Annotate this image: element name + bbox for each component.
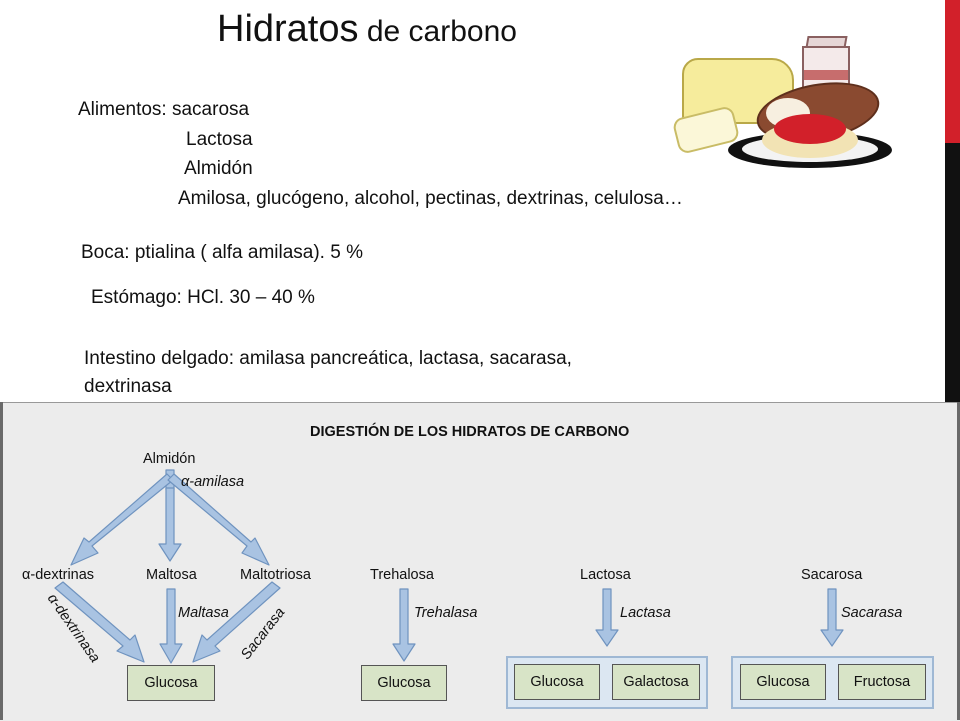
glucosa-box-trehalosa: Glucosa	[361, 665, 447, 701]
accent-bar-black	[945, 143, 960, 405]
polisacaridos-text: Amilosa, glucógeno, alcohol, pectinas, d…	[178, 188, 683, 209]
slide-title: Hidratos de carbono	[217, 8, 517, 51]
trehalosa-label: Trehalosa	[370, 567, 434, 583]
intestino-text-line1: Intestino delgado: amilasa pancreática, …	[84, 348, 572, 369]
lactasa-label: Lactasa	[620, 605, 671, 621]
tomato-sauce-icon	[774, 114, 846, 144]
galactosa-box: Galactosa	[612, 664, 700, 700]
diagram-title: DIGESTIÓN DE LOS HIDRATOS DE CARBONO	[310, 424, 630, 440]
maltosa-label: Maltosa	[146, 567, 197, 583]
almidon-label: Almidón	[143, 451, 196, 467]
title-rest: de carbono	[358, 15, 517, 48]
panel-left-border	[0, 402, 3, 720]
maltotriosa-label: Maltotriosa	[240, 567, 311, 583]
maltasa-label: Maltasa	[178, 605, 229, 621]
glucosa-box-lactosa: Glucosa	[514, 664, 600, 700]
alfa-dextrinas-label: α-dextrinas	[22, 567, 95, 583]
panel-right-border	[957, 402, 960, 720]
intestino-text-line2: dextrinasa	[84, 376, 172, 397]
glucosa-box-sacarosa: Glucosa	[740, 664, 826, 700]
almidon-text: Almidón	[184, 158, 253, 179]
glucosa-box-starch: Glucosa	[127, 665, 215, 701]
fructosa-box: Fructosa	[838, 664, 926, 700]
lactosa-label: Lactosa	[580, 567, 631, 583]
boca-text: Boca: ptialina ( alfa amilasa). 5 %	[81, 242, 363, 263]
food-clipart-icon	[670, 36, 900, 180]
alfa-amilasa-label: α-amilasa	[181, 474, 245, 490]
alimentos-label: Alimentos: sacarosa	[78, 99, 250, 120]
lactosa-text: Lactosa	[186, 129, 253, 150]
trehalasa-label: Trehalasa	[414, 605, 478, 621]
title-main: Hidratos	[217, 8, 359, 50]
estomago-text: Estómago: HCl. 30 – 40 %	[91, 287, 315, 308]
sacarasa-label: Sacarasa	[841, 605, 903, 621]
accent-bar-red	[945, 0, 960, 143]
sacarosa-label: Sacarosa	[801, 567, 863, 583]
milk-carton-stripe-icon	[804, 70, 848, 80]
